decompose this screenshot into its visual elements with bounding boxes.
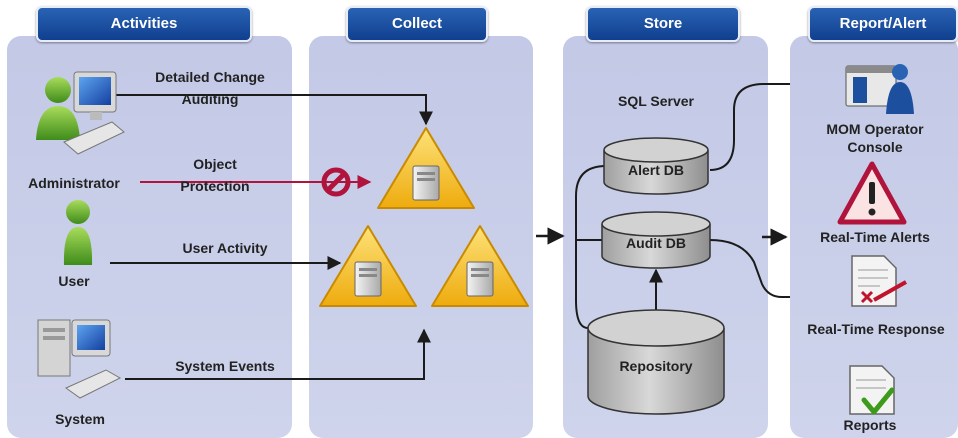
store-bracket-line: [575, 165, 607, 329]
audit-db-cylinder: [601, 211, 711, 269]
object-protection-line-2: Protection: [180, 178, 250, 194]
realtime-response-label: Real-Time Response: [807, 321, 945, 337]
mom-console-line-2: Console: [847, 139, 903, 155]
user-icon: [63, 200, 93, 265]
collector-server-icon: [431, 225, 529, 307]
system-events-label: System Events: [175, 358, 275, 374]
report-document-icon: [849, 365, 895, 415]
user-activity-label: User Activity: [182, 240, 268, 256]
detailed-change-auditing-label: Detailed Change Auditing: [130, 66, 290, 110]
alert-db-cylinder: [603, 137, 709, 195]
alert-to-console-line: [709, 83, 790, 171]
stage-tab-collect: Collect: [346, 6, 488, 42]
sql-server-label: SQL Server: [617, 93, 694, 109]
collect-panel: [309, 36, 533, 438]
stage-tab-store: Store: [586, 6, 740, 42]
no-entry-icon: [321, 167, 351, 197]
system-events-flow-line: [125, 328, 431, 380]
mom-console-line-1: MOM Operator: [826, 121, 924, 137]
repository-label: Repository: [619, 358, 693, 374]
collector-server-icon: [319, 225, 417, 307]
stage-tab-report-alert: Report/Alert: [808, 6, 958, 42]
response-document-icon: [851, 255, 907, 307]
collector-server-icon: [377, 127, 475, 209]
stage-tab-activities: Activities: [36, 6, 252, 42]
audit-db-label: Audit DB: [626, 235, 686, 251]
reports-label: Reports: [843, 417, 897, 433]
administrator-label: Administrator: [28, 175, 120, 191]
realtime-alerts-label: Real-Time Alerts: [820, 229, 930, 245]
repository-cylinder: [587, 309, 725, 415]
detailed-change-flow-line: [115, 94, 433, 126]
system-label: System: [55, 411, 105, 427]
system-computer-icon: [37, 319, 122, 399]
detailed-change-auditing-line-2: Auditing: [181, 91, 239, 107]
object-protection-line-1: Object: [193, 156, 237, 172]
alert-warning-icon: [837, 161, 907, 225]
alert-db-label: Alert DB: [627, 162, 684, 178]
mom-console-icon: [845, 64, 914, 114]
user-label: User: [58, 273, 90, 289]
object-protection-label: Object Protection: [160, 153, 270, 197]
administrator-icon: [36, 71, 125, 155]
detailed-change-auditing-line-1: Detailed Change: [155, 69, 265, 85]
audit-to-response-line: [709, 239, 790, 298]
mom-console-label: MOM Operator Console: [800, 120, 950, 156]
